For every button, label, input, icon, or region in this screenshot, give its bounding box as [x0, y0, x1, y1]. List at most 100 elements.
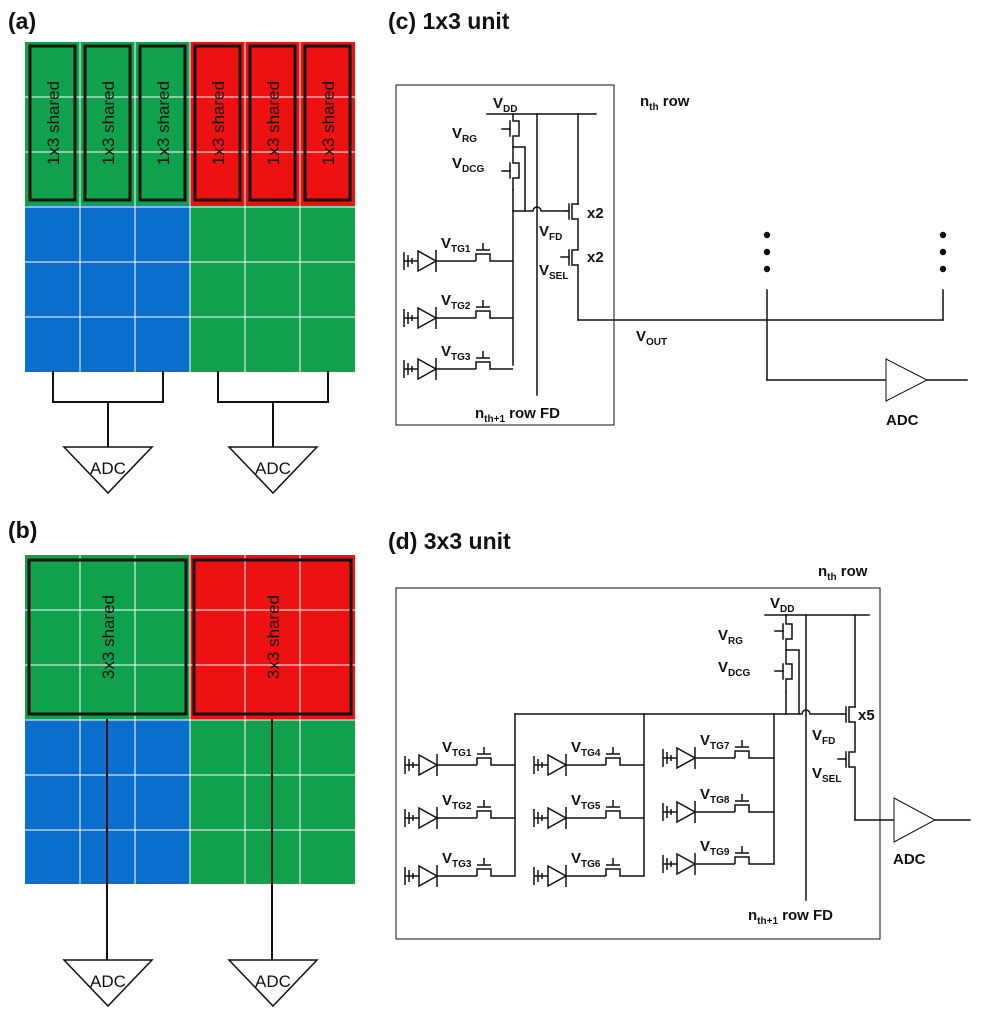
next-row-fd-label: nth+1 row FD — [748, 907, 833, 927]
fd-node — [512, 206, 567, 212]
photodiode-icon — [418, 806, 439, 830]
transfer-gate — [734, 750, 774, 759]
transfer-gate — [476, 757, 515, 766]
row-label: nth row — [818, 563, 868, 583]
photodiode-icon — [418, 864, 439, 888]
panel-b: (b) 3x3 shared 3x3 shared — [8, 517, 356, 1008]
shared-column — [303, 44, 352, 202]
vout-label: VOUT — [636, 328, 667, 348]
vsel-label: VSEL — [539, 262, 568, 282]
photodiode-cell: VTG6 — [533, 850, 644, 888]
shared-column — [193, 44, 242, 202]
photodiode-cell: VTG9 — [662, 838, 774, 876]
vdd-label: VDD — [770, 595, 794, 615]
tg-label: VTG4 — [571, 739, 601, 759]
shared-label: 1x3 shared — [99, 81, 118, 165]
panel-c: (c) 1x3 unit — [388, 8, 968, 426]
shared-column — [248, 44, 297, 202]
photodiode-cell: VTG3 — [403, 343, 513, 381]
unit-box — [395, 587, 881, 940]
adc-triangle — [885, 358, 929, 402]
shared-block — [192, 558, 353, 716]
panel-a-label: (a) — [8, 8, 36, 34]
ellipsis-dots — [763, 231, 947, 273]
adc-wire-left — [52, 371, 164, 448]
adc-wire-right — [217, 371, 329, 448]
tg-label: VTG9 — [700, 838, 730, 858]
vrg-label: VRG — [452, 125, 477, 145]
panel-c-title: (c) 1x3 unit — [388, 8, 510, 34]
shared-block — [27, 558, 188, 716]
tg-label: VTG2 — [442, 792, 472, 812]
shared-label: 3x3 shared — [264, 595, 283, 679]
photodiode-icon — [417, 357, 438, 381]
tg-label: VTG2 — [441, 292, 471, 312]
tg-label: VTG7 — [700, 732, 730, 752]
photodiode-cell: VTG3 — [404, 850, 515, 888]
tg-label: VTG1 — [442, 739, 472, 759]
photodiode-icon — [547, 806, 568, 830]
transfer-gate — [734, 804, 774, 813]
next-row-fd-label: nth+1 row FD — [475, 405, 560, 425]
photodiode-icon — [676, 800, 697, 824]
blue-block-bottom-left — [25, 206, 190, 372]
transfer-gate — [475, 310, 513, 319]
photodiode-icon — [676, 852, 697, 876]
photodiode-icon — [417, 249, 438, 273]
photodiode-icon — [417, 306, 438, 330]
green-block-top-left — [25, 42, 190, 206]
transfer-gate — [476, 810, 515, 819]
transfer-gate — [476, 868, 515, 877]
adc-triangle — [893, 797, 937, 843]
photodiode-cell: VTG7 — [662, 732, 774, 770]
adc-label: ADC — [255, 972, 291, 991]
transfer-gate — [475, 361, 513, 370]
sf-sel-transistors — [848, 706, 856, 821]
transfer-gate — [605, 810, 644, 819]
photodiode-cell: VTG1 — [403, 235, 513, 273]
shared-column — [28, 44, 77, 202]
photodiode-cell: VTG5 — [533, 792, 644, 830]
photodiode-icon — [547, 753, 568, 777]
transfer-gate — [734, 856, 774, 865]
photodiode-icon — [418, 753, 439, 777]
tg-label: VTG1 — [441, 235, 471, 255]
panel-a: (a) — [8, 8, 356, 495]
reset-transistor — [512, 113, 520, 148]
multiplier: x5 — [858, 707, 875, 724]
transfer-gate — [475, 253, 513, 262]
tg-label: VTG6 — [571, 850, 601, 870]
pixel-grid — [24, 41, 356, 373]
shared-label: 1x3 shared — [44, 81, 63, 165]
tg-label: VTG5 — [571, 792, 601, 812]
dcg-transistor — [512, 146, 520, 191]
dcg-transistor — [785, 649, 793, 693]
shared-label: 1x3 shared — [154, 81, 173, 165]
adc-label: ADC — [90, 972, 126, 991]
vfd-label: VFD — [812, 727, 835, 747]
adc-triangle-right — [227, 446, 319, 495]
adc-triangle-left — [62, 446, 154, 495]
green-block-bottom-right — [190, 206, 355, 372]
adc-label: ADC — [255, 459, 291, 478]
panel-b-label: (b) — [8, 517, 37, 543]
shared-column — [83, 44, 132, 202]
adc-triangle-right — [227, 959, 319, 1008]
reset-transistor — [785, 614, 793, 651]
unit-box — [395, 84, 615, 426]
transfer-gate — [605, 868, 644, 877]
shared-label: 1x3 shared — [264, 81, 283, 165]
tg-label: VTG3 — [441, 343, 471, 363]
adc-label: ADC — [886, 412, 919, 429]
vdcg-label: VDCG — [452, 155, 484, 175]
vrg-label: VRG — [718, 627, 743, 647]
row-label: nth row — [640, 93, 690, 113]
pixel-grid — [24, 554, 356, 885]
photodiode-cell: VTG4 — [533, 739, 644, 777]
tg-label: VTG8 — [700, 786, 730, 806]
sel-multiplier: x2 — [587, 249, 604, 266]
vfd-label: VFD — [539, 223, 562, 243]
fd-node — [514, 709, 843, 715]
sf-multiplier: x2 — [587, 205, 604, 222]
